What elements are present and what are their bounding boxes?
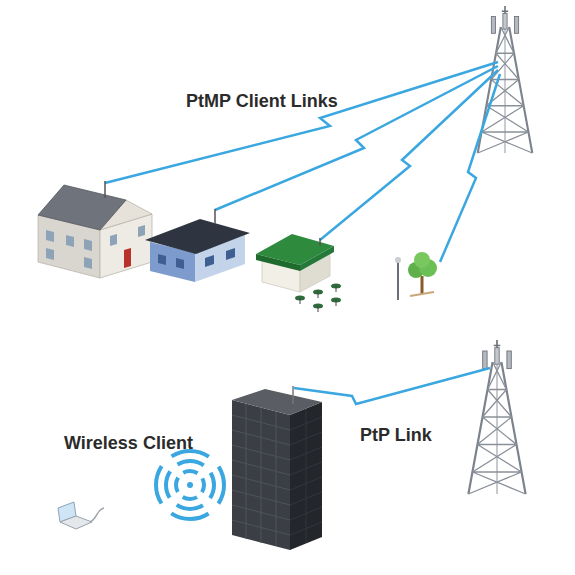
radio-tower (478, 6, 533, 153)
door (124, 248, 131, 268)
building-windows (290, 409, 322, 543)
street-lamp (395, 257, 401, 300)
windows (158, 248, 235, 269)
windows (46, 225, 145, 269)
cafe (256, 234, 341, 312)
office-building (232, 386, 322, 575)
house (38, 181, 152, 278)
laptop (58, 502, 104, 529)
building-windows (232, 404, 290, 546)
antenna (319, 238, 321, 246)
cafe-awning (256, 254, 300, 271)
tree (408, 252, 437, 296)
wireless-link (215, 66, 498, 210)
house-roof (38, 185, 126, 230)
ptmp-links (105, 62, 500, 262)
antenna (104, 181, 106, 198)
antenna (292, 386, 294, 404)
building-face (232, 400, 290, 550)
radio-tower (468, 340, 525, 494)
building-face (290, 402, 322, 550)
table-legs (300, 286, 336, 312)
house (145, 209, 250, 282)
cafe-awning (300, 246, 334, 271)
wireless-symbol (156, 451, 224, 519)
wireless-link (320, 70, 498, 240)
wireless-link (440, 74, 500, 262)
link-label: PtP Link (360, 424, 432, 446)
ptp-link (294, 368, 490, 404)
link-label: PtMP Client Links (186, 90, 338, 112)
antenna (214, 209, 216, 224)
wireless-link (105, 62, 498, 183)
link-label: Wireless Client (64, 432, 193, 454)
